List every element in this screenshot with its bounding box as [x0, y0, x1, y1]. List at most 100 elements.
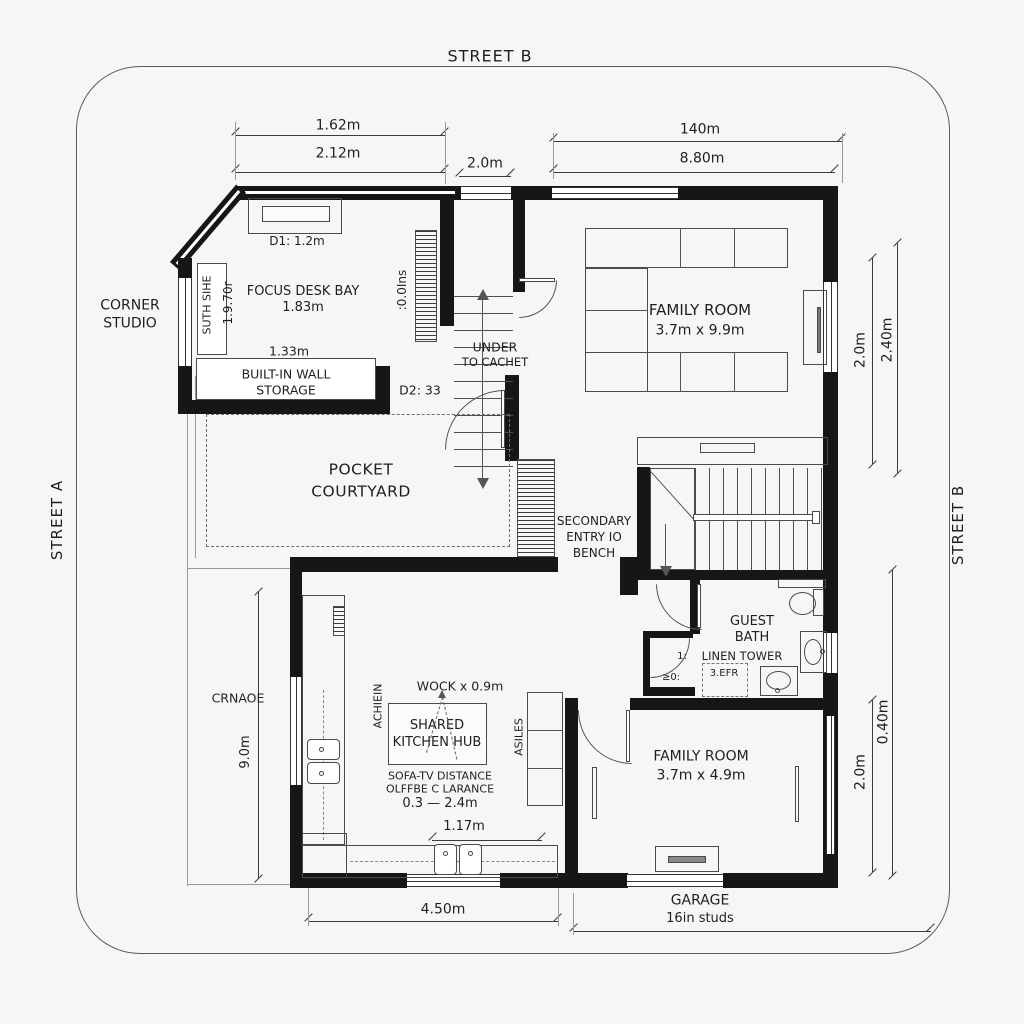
family2-label-1: FAMILY ROOM — [653, 748, 749, 765]
storage-label-1: BUILT-IN WALL — [241, 366, 331, 382]
sofa-div-3 — [680, 352, 681, 392]
courtyard-label-1: POCKET — [328, 460, 394, 479]
sofa-div-4 — [734, 352, 735, 392]
site-line-mid — [188, 568, 290, 569]
stair2-rail-cap — [812, 511, 820, 524]
kitchen-appliance — [333, 606, 345, 636]
kitchen-side-label: ACHIEIN — [371, 683, 385, 729]
dim-label-crnaoe: CRNAOE — [211, 690, 265, 706]
property-boundary — [76, 66, 950, 954]
stair2-rail — [693, 514, 815, 521]
dim-line-right-lower-outer — [892, 570, 893, 875]
faucet-bottom — [775, 688, 780, 693]
site-line-left — [187, 268, 188, 886]
courtyard-label-2: COURTYARD — [311, 482, 411, 501]
wall-storage-stub — [376, 366, 390, 414]
sink-bottom-cell-2 — [459, 844, 482, 875]
stair1-arrow-down — [477, 478, 489, 489]
sofa-div-1 — [680, 228, 681, 268]
bath-label-2: BATH — [734, 630, 770, 646]
dim-label-right-upper-inner: 2.0m — [852, 332, 869, 368]
dim-label-right-lower-outer: 0.40m — [875, 699, 892, 745]
desk-outer — [248, 198, 342, 234]
kitchen-aisle-label: ASILES — [512, 718, 526, 756]
cabinet-div-2 — [527, 768, 563, 769]
dim-label-bottom: 4.50m — [420, 901, 466, 918]
sink-bottom — [766, 671, 791, 690]
ext-line-d — [842, 133, 843, 183]
wall-storage-bottom — [178, 400, 390, 414]
sofa-div-2 — [734, 228, 735, 268]
stair2-run-line — [665, 524, 666, 568]
desk-inner — [262, 206, 330, 222]
door2-label: D2: 33 — [399, 382, 441, 398]
street-label-top: STREET B — [447, 46, 533, 66]
faucet-right — [820, 649, 825, 654]
window-family2-right — [826, 716, 835, 854]
kitchen-work-label: WOCK x 0.9m — [416, 678, 504, 694]
focus-desk-label-2: 1.83m — [282, 300, 324, 316]
dim-line-entry — [459, 176, 511, 177]
kitchen-counter-bottom — [302, 845, 558, 878]
courtyard-dashed-border — [206, 414, 510, 547]
family2-niche-right — [795, 766, 799, 822]
tv-console — [803, 290, 827, 365]
sink-left-dot-1 — [319, 747, 324, 752]
hall-label-2: TO CACHET — [461, 355, 529, 370]
entry2-label-2: ENTRY IO — [566, 529, 622, 544]
ext-line-b — [445, 122, 446, 184]
dim-line-top-left-outer — [235, 135, 445, 136]
stair-note: :0.0Ins — [394, 269, 409, 311]
wall-closet-left — [643, 631, 650, 696]
family2-niche-left — [592, 767, 597, 819]
stair1-center-line — [482, 300, 483, 478]
stair1-arrow-up — [477, 289, 489, 300]
bath-label-3: LINEN TOWER — [701, 649, 783, 664]
ext-line-c — [553, 133, 554, 179]
kitchen-note-3: 0.3 — 2.4m — [402, 796, 478, 812]
wall-kitchen-top — [290, 557, 558, 572]
dim-label-entry: 2.0m — [467, 155, 503, 172]
window-studio-left — [178, 278, 192, 366]
family2-door-leaf — [626, 710, 630, 762]
stair2-arrow-down — [660, 566, 672, 577]
island-dim-line — [432, 840, 542, 841]
dim-label-top-right-outer: 140m — [679, 121, 721, 138]
studio-window-reveal — [197, 263, 227, 355]
door2-leaf — [501, 390, 505, 448]
dim-line-right-upper-outer — [897, 243, 898, 473]
storage-label-2: STORAGE — [256, 382, 316, 398]
family2-label-2: 3.7m x 4.9m — [656, 767, 746, 784]
island-arrow — [438, 690, 446, 698]
window-note-1: SUTH SIHE — [200, 275, 214, 335]
courtyard-edge-line — [195, 376, 196, 558]
dim-line-garage — [573, 931, 931, 932]
wall-bottom-2 — [500, 873, 628, 888]
sofa-bottom-band — [585, 352, 788, 392]
island-label-2: KITCHEN HUB — [392, 735, 482, 751]
sink-bottom-cell-1 — [434, 844, 457, 875]
closet-label-2: ≥0: — [661, 672, 681, 683]
corner-studio-label-2: STUDIO — [103, 315, 157, 332]
focus-desk-label-1: FOCUS DESK BAY — [246, 284, 360, 300]
wall-stair1-right — [513, 200, 525, 292]
wall-kitchen-left-top — [290, 557, 302, 677]
dim-label-right-upper-outer: 2.40m — [879, 317, 896, 363]
kitchen-counter-left — [302, 595, 345, 845]
storage-dim-label: 1.33m — [268, 343, 310, 359]
ext-line-g — [573, 893, 574, 935]
hall-label-1: UNDER — [472, 339, 518, 355]
linen-dim-label: 3.EFR — [709, 668, 739, 679]
ext-line-f — [558, 886, 559, 926]
wall-stair1-left — [440, 200, 454, 326]
entry-bench — [517, 459, 555, 557]
site-line-bottom — [187, 884, 291, 885]
dim-label-top-left-inner: 2.12m — [315, 145, 361, 162]
window-note-2: 1.9.70r — [220, 281, 235, 325]
window-entry-top — [461, 186, 511, 200]
wall-bottom-1 — [290, 873, 407, 888]
sofa-div-5 — [585, 310, 648, 311]
kitchen-tall-cabinets — [527, 692, 563, 806]
vanity-right — [800, 631, 827, 673]
